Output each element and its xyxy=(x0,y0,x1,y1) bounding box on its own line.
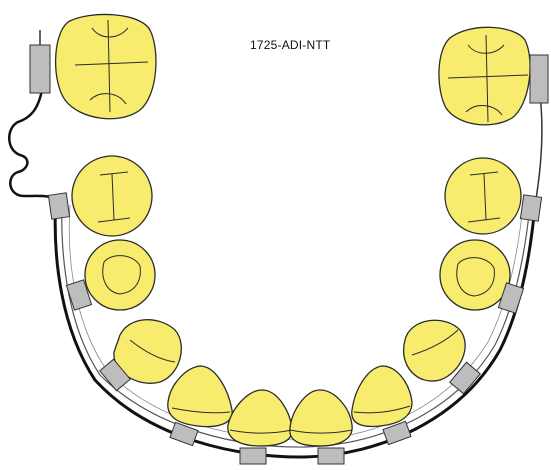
left-lateral-incisor xyxy=(168,366,232,427)
left-premolar-1 xyxy=(72,156,152,236)
right-molar-band xyxy=(530,55,548,103)
left-premolar-2 xyxy=(85,240,155,310)
right-lateral-incisor xyxy=(352,366,412,426)
bracket xyxy=(240,448,266,464)
upper-left-molar xyxy=(56,14,156,118)
upper-right-molar xyxy=(439,27,530,125)
bracket xyxy=(318,448,344,464)
right-premolar-2 xyxy=(440,240,510,310)
left-loop-wire xyxy=(9,90,58,200)
bracket xyxy=(520,195,541,221)
right-premolar-1 xyxy=(445,158,521,234)
bracket xyxy=(48,193,69,219)
right-end-wire xyxy=(535,95,542,205)
right-canine xyxy=(404,320,466,381)
left-central-incisor xyxy=(228,390,292,446)
left-molar-band xyxy=(30,45,50,93)
right-central-incisor xyxy=(290,390,352,446)
